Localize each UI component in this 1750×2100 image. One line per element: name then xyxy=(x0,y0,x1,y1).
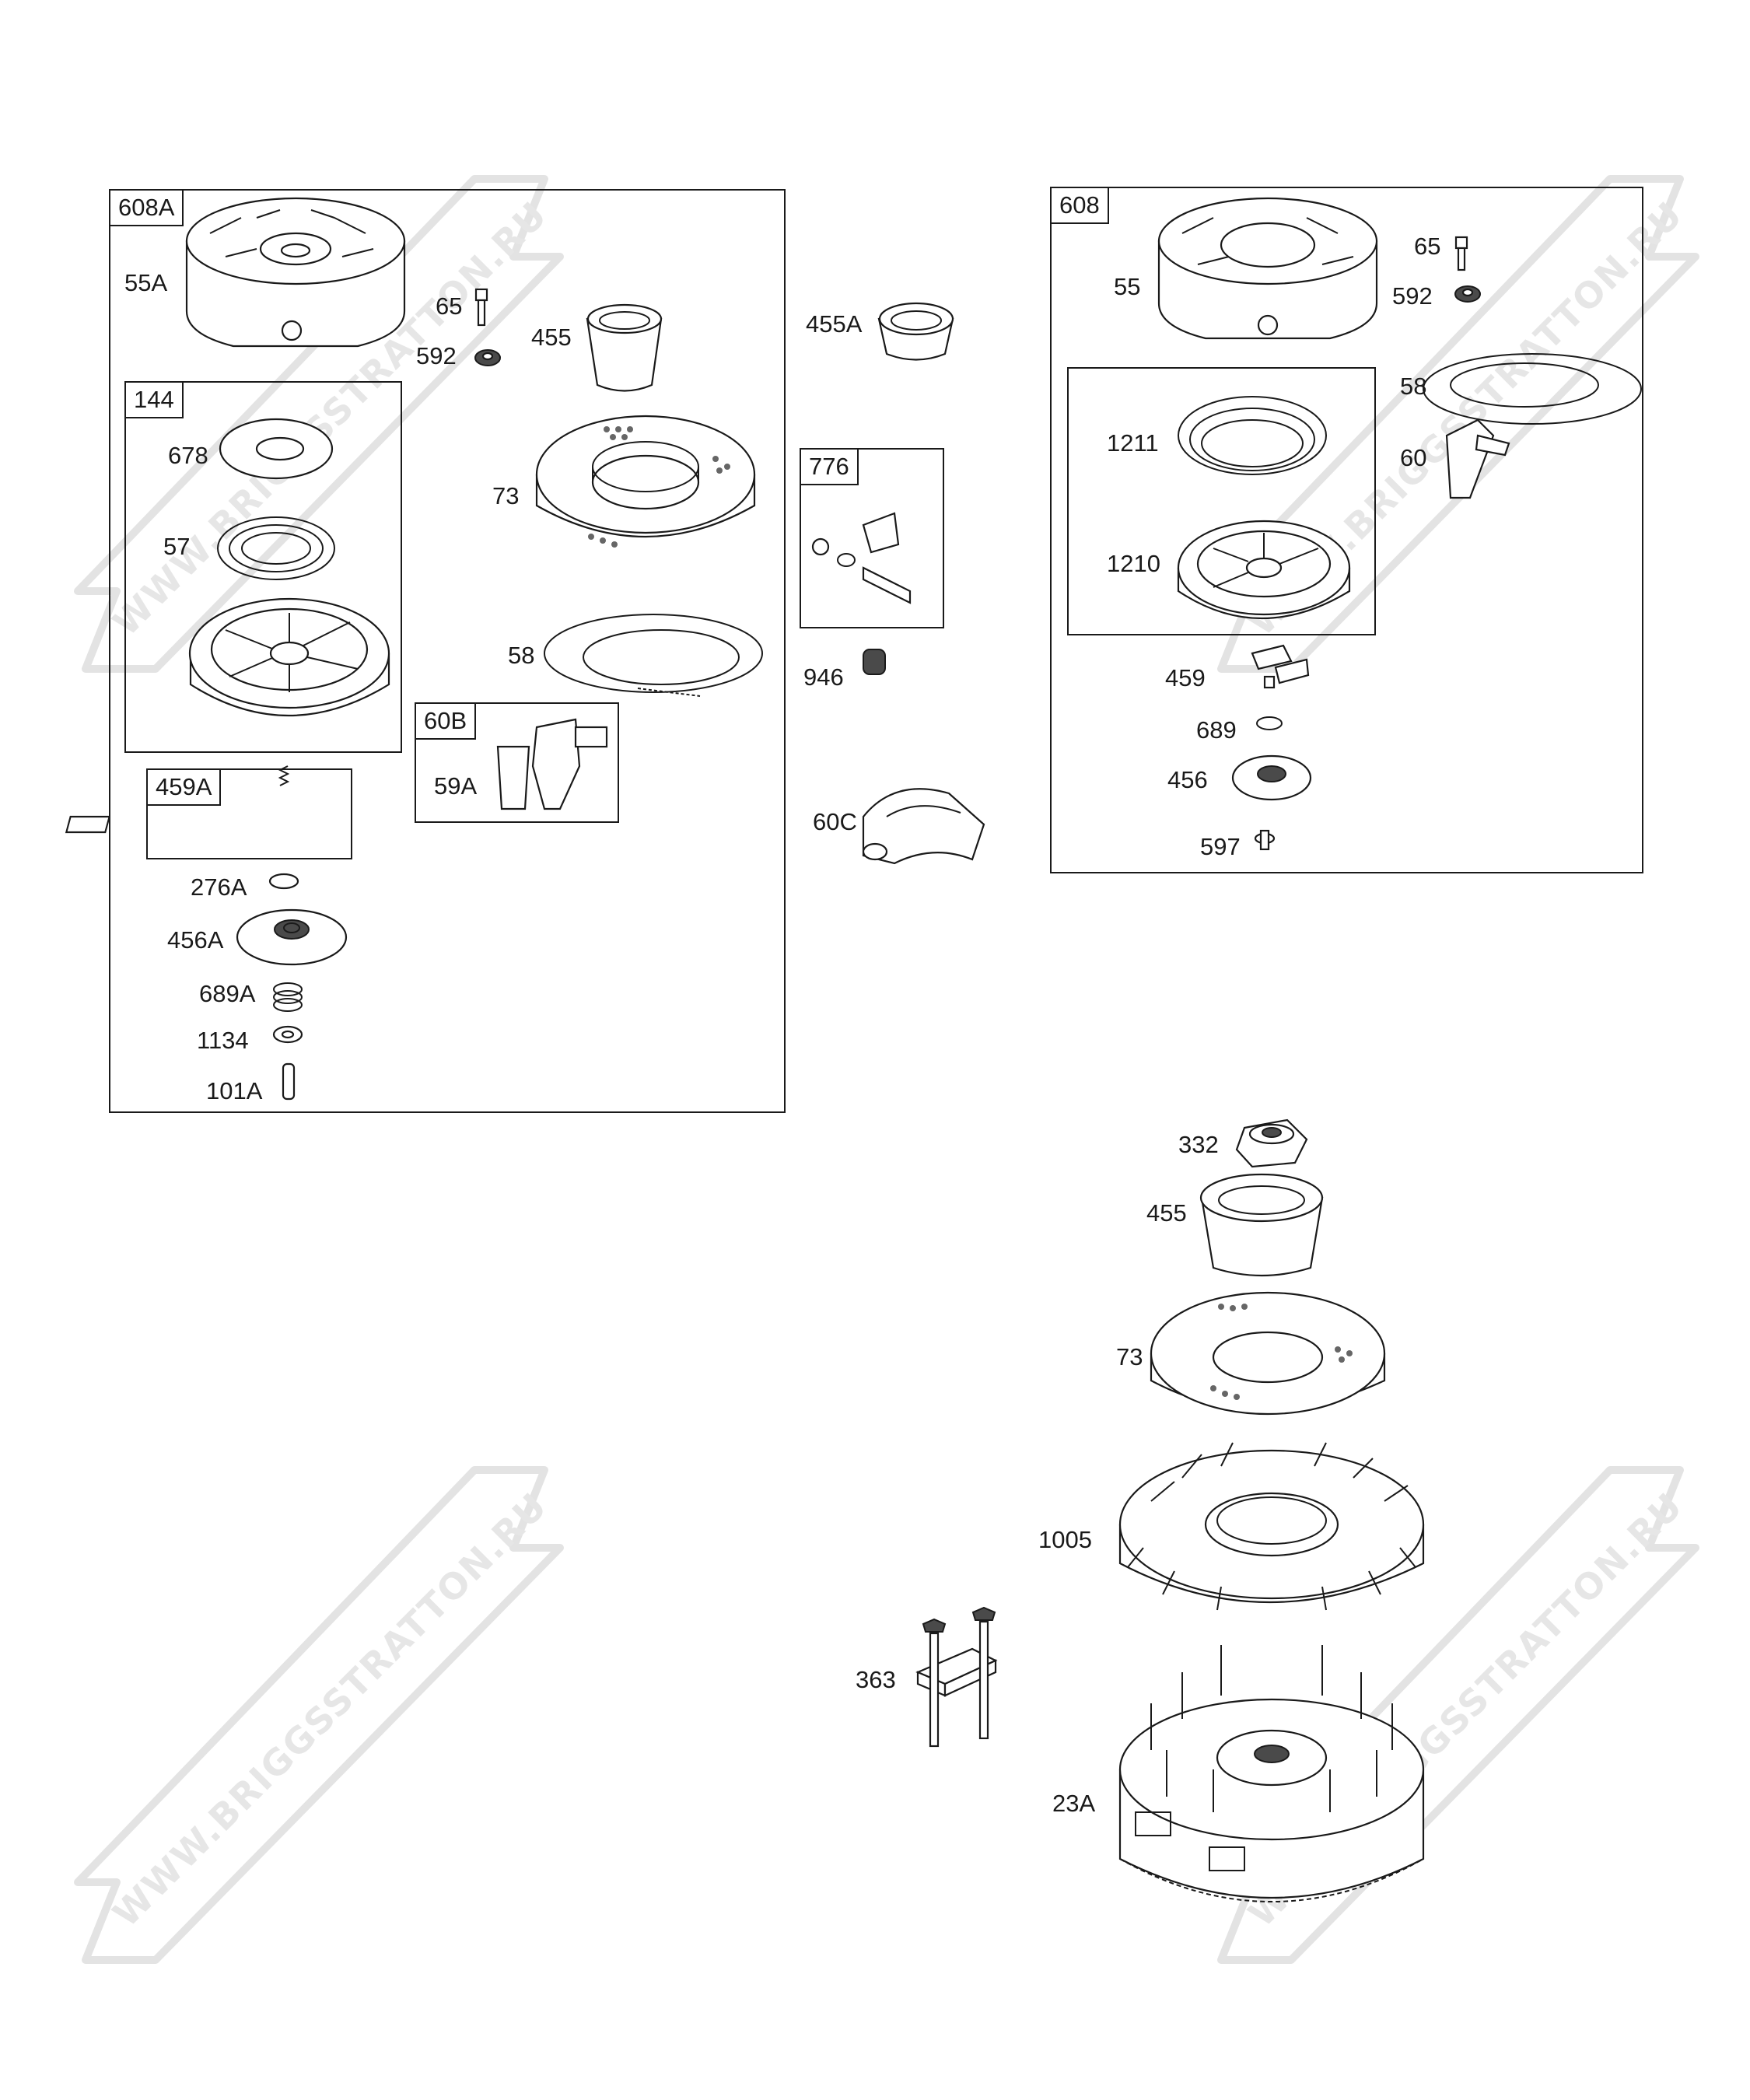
callout-678[interactable]: 678 xyxy=(168,442,208,469)
part-363-bracket-drawing xyxy=(915,1606,998,1748)
callout-592[interactable]: 592 xyxy=(416,342,457,369)
part-776-kit-drawing xyxy=(811,512,912,604)
part-60-handle-drawing xyxy=(1445,418,1510,499)
callout-597[interactable]: 597 xyxy=(1200,833,1241,860)
part-58-rope-left-drawing xyxy=(544,614,763,697)
part-73-disc-top-drawing xyxy=(535,415,756,548)
callout-55-right[interactable]: 55 xyxy=(1114,273,1141,300)
part-456-ratchet-drawing xyxy=(1231,754,1312,801)
part-1005-fan-drawing xyxy=(1118,1442,1425,1611)
part-456A-ratchet-drawing xyxy=(236,908,348,966)
part-58-rope-right-drawing xyxy=(1423,353,1642,425)
part-592-nut-right-drawing xyxy=(1454,285,1481,303)
part-60C-handle-drawing xyxy=(862,788,985,865)
callout-101A[interactable]: 101A xyxy=(206,1077,263,1104)
callout-1210[interactable]: 1210 xyxy=(1107,550,1160,577)
part-1134-washer-drawing xyxy=(272,1025,303,1044)
group-608-frame: 608 xyxy=(1050,187,1643,873)
callout-65[interactable]: 65 xyxy=(436,292,463,320)
group-144-tag[interactable]: 144 xyxy=(124,381,184,418)
part-332-nut-drawing xyxy=(1235,1118,1308,1168)
callout-459[interactable]: 459 xyxy=(1165,664,1206,691)
group-608-tag[interactable]: 608 xyxy=(1050,187,1109,224)
callout-363[interactable]: 363 xyxy=(856,1666,896,1693)
part-1210-pulley-drawing xyxy=(1177,520,1351,620)
callout-592-right[interactable]: 592 xyxy=(1392,282,1433,310)
part-678-washer-drawing xyxy=(219,418,334,480)
callout-456[interactable]: 456 xyxy=(1167,766,1208,793)
part-pulley-drawing xyxy=(188,597,390,716)
part-55A-drawing xyxy=(185,197,406,348)
part-689-clip-drawing xyxy=(1256,716,1283,730)
part-1211-spring-drawing xyxy=(1178,396,1327,475)
part-55-housing-drawing xyxy=(1157,197,1378,340)
callout-58[interactable]: 58 xyxy=(508,642,535,669)
part-455A-cup-drawing xyxy=(877,302,954,361)
part-65-bolt-right-drawing xyxy=(1454,236,1468,271)
part-23A-flywheel-drawing xyxy=(1118,1645,1425,1902)
callout-65-right[interactable]: 65 xyxy=(1414,233,1441,260)
callout-59A[interactable]: 59A xyxy=(434,772,478,800)
callout-1134[interactable]: 1134 xyxy=(197,1027,249,1054)
part-276A-washer-drawing xyxy=(268,873,299,890)
part-101A-pin-drawing xyxy=(282,1062,296,1101)
callout-456A[interactable]: 456A xyxy=(167,926,224,954)
part-65-bolt-drawing xyxy=(474,288,488,327)
part-57-spring-drawing xyxy=(217,516,335,580)
callout-73-flywheel[interactable]: 73 xyxy=(1116,1343,1143,1370)
part-592-nut-drawing xyxy=(474,349,501,366)
callout-1005[interactable]: 1005 xyxy=(1038,1526,1092,1553)
group-60B-tag[interactable]: 60B xyxy=(415,702,477,740)
callout-946[interactable]: 946 xyxy=(803,663,844,691)
group-776-tag[interactable]: 776 xyxy=(800,448,859,485)
group-459A-frame: 459A xyxy=(146,768,352,859)
group-60B-frame: 60B xyxy=(415,702,619,823)
callout-455A[interactable]: 455A xyxy=(806,310,863,338)
callout-60C[interactable]: 60C xyxy=(813,808,857,835)
part-946-spring-drawing xyxy=(863,649,886,675)
callout-689A[interactable]: 689A xyxy=(199,980,256,1007)
part-455-cup-flywheel-drawing xyxy=(1199,1173,1324,1277)
callout-57[interactable]: 57 xyxy=(163,533,191,560)
part-597-screw-drawing xyxy=(1254,829,1276,851)
callout-455[interactable]: 455 xyxy=(531,324,572,351)
callout-332[interactable]: 332 xyxy=(1178,1131,1219,1158)
callout-73[interactable]: 73 xyxy=(492,482,520,509)
group-608A-frame: 608A xyxy=(109,189,786,1113)
group-776-frame: 776 xyxy=(800,448,944,628)
part-459-pawl-drawing xyxy=(1251,644,1310,689)
callout-276A[interactable]: 276A xyxy=(191,873,247,901)
part-59A-handle-drawing xyxy=(496,718,608,810)
watermark-text: WWW.BRIGGSSTRATTON.RU xyxy=(105,1484,556,1935)
callout-455-flywheel[interactable]: 455 xyxy=(1146,1199,1187,1227)
callout-689[interactable]: 689 xyxy=(1196,716,1237,744)
group-608A-tag[interactable]: 608A xyxy=(109,189,184,226)
callout-58-right[interactable]: 58 xyxy=(1400,373,1427,400)
group-1210-1211-frame xyxy=(1067,367,1376,635)
part-73-disc-bottom-drawing xyxy=(1150,1291,1386,1416)
part-455-cup-drawing xyxy=(586,303,663,392)
watermark-logo-bottom-left: WWW.BRIGGSSTRATTON.RU xyxy=(74,1466,564,1964)
group-459A-tag[interactable]: 459A xyxy=(146,768,222,806)
callout-55A[interactable]: 55A xyxy=(124,269,168,296)
callout-60[interactable]: 60 xyxy=(1400,444,1427,471)
part-689A-spring-drawing xyxy=(273,982,303,1012)
group-144-frame: 144 xyxy=(124,381,402,753)
callout-23A[interactable]: 23A xyxy=(1052,1790,1096,1817)
callout-1211[interactable]: 1211 xyxy=(1107,429,1159,457)
